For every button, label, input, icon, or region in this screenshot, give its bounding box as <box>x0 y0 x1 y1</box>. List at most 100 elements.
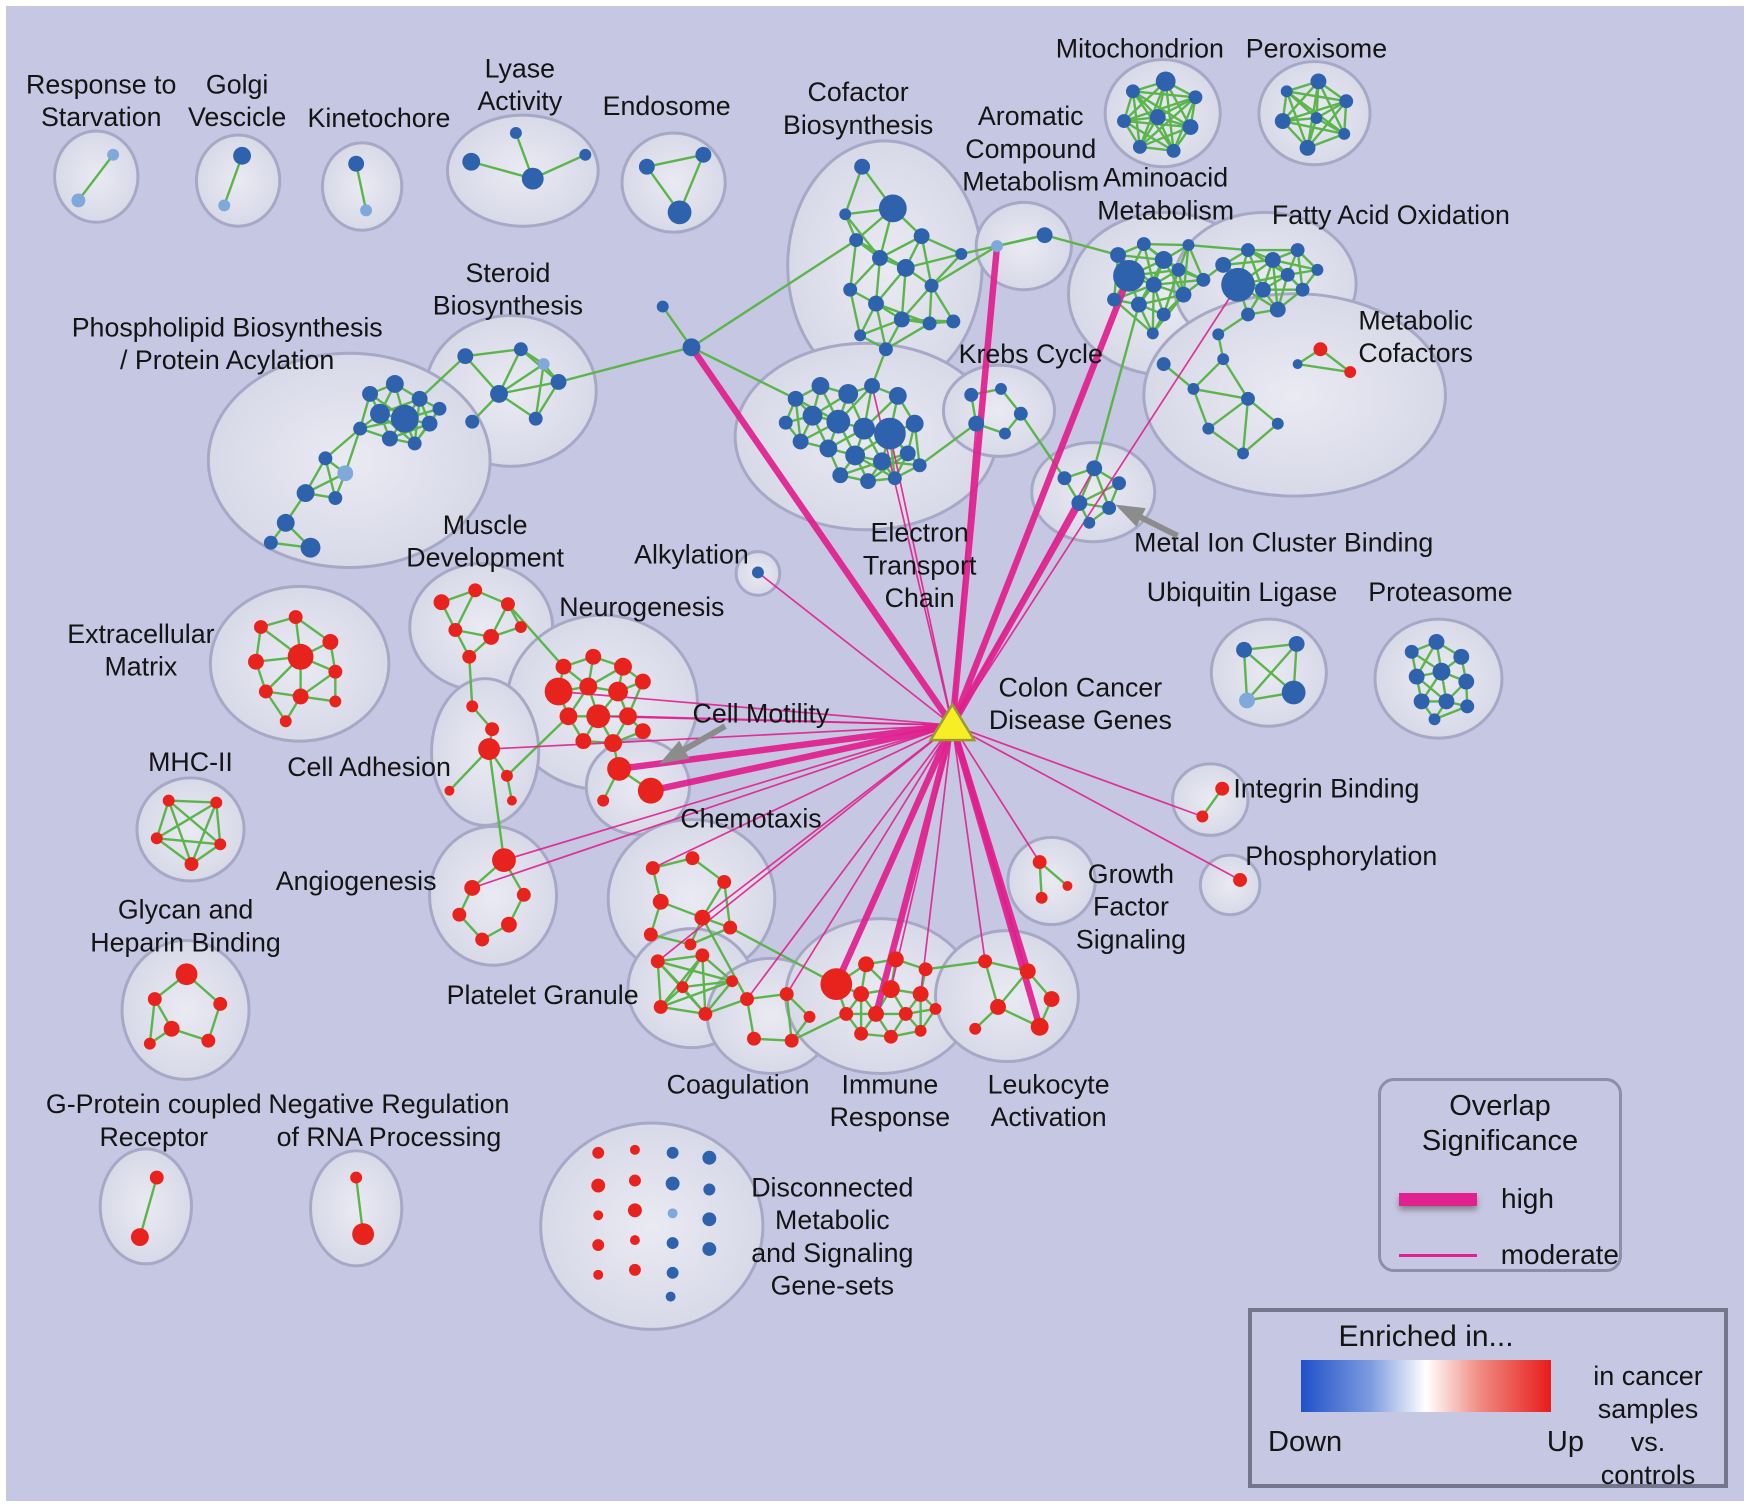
overlap-edge-high <box>949 242 1001 729</box>
overlap-edge-moderate <box>701 724 953 919</box>
immune-response-node <box>929 1002 942 1015</box>
cofactor-biosynthesis-node <box>893 311 910 328</box>
cofactor-biosynthesis-node <box>896 258 915 277</box>
fatty-acid-oxidation-node <box>1295 282 1310 297</box>
association-edge <box>498 363 545 395</box>
electron-transport-chain-label: Electron <box>871 518 969 548</box>
growth-factor-signaling-bubble <box>1006 835 1097 927</box>
electron-transport-chain-node <box>864 378 880 394</box>
overlap-edge-moderate <box>890 725 954 990</box>
aminoacid-metabolism-node <box>1156 307 1171 322</box>
leukocyte-activation-label: Activation <box>991 1102 1107 1132</box>
electron-transport-chain-node <box>874 417 906 450</box>
lyase-activity-bubble <box>445 113 600 228</box>
cofactor-biosynthesis-node <box>872 250 888 266</box>
extracellular-matrix-node <box>248 653 264 670</box>
peroxisome-node <box>1310 73 1327 90</box>
disconnected-gene-sets-node <box>665 1291 676 1302</box>
association-edge <box>660 1005 706 1016</box>
g-protein-coupled-receptor-node <box>149 1170 164 1185</box>
phospholipid-biosynthesis-node <box>362 385 378 402</box>
g-protein-coupled-receptor-label: G-Protein coupled <box>46 1089 262 1119</box>
electron-transport-chain-node <box>853 417 875 440</box>
immune-response-node <box>914 1024 927 1037</box>
aminoacid-metabolism-label: Aminoacid <box>1103 163 1228 193</box>
neurogenesis-node <box>619 707 637 726</box>
immune-response-node <box>858 956 875 973</box>
phospholipid-biosynthesis-node <box>318 451 333 466</box>
aminoacid-metabolism-node <box>1146 327 1159 340</box>
mitochondrion-node <box>1149 109 1166 126</box>
leukocyte-activation-node <box>990 999 1006 1015</box>
aminoacid-metabolism-node <box>1113 259 1145 292</box>
disconnected-gene-sets-node <box>666 1146 679 1159</box>
inter-cluster-edge <box>930 245 998 287</box>
chemotaxis-node <box>685 851 700 866</box>
aromatic-compound-metabolism-label: Compound <box>965 134 1096 164</box>
cofactor-biosynthesis-node <box>955 248 968 260</box>
aminoacid-metabolism-node <box>1130 296 1147 313</box>
legend-overlap-title-line2: Significance <box>1421 1125 1579 1157</box>
colon-cancer-hub-triangle <box>928 702 977 742</box>
electron-transport-chain-node <box>792 433 809 450</box>
krebs-cycle-node <box>964 387 979 402</box>
platelet-granule-node <box>650 954 665 969</box>
glycan-heparin-binding-node <box>143 1037 156 1050</box>
fatty-acid-oxidation-node <box>1264 252 1281 268</box>
cofactor-biosynthesis-node <box>854 329 867 342</box>
golgi-vescicle-label: Golgi <box>206 69 268 99</box>
association-edge <box>785 993 793 1041</box>
cofactor-biosynthesis-node <box>878 194 907 223</box>
high-significance-row: high <box>1399 1183 1619 1215</box>
association-edge <box>1241 398 1250 454</box>
proteasome-node <box>1408 668 1425 685</box>
metabolic-cofactors-label: Metabolic <box>1358 305 1473 335</box>
metabolic-cofactors-node <box>1187 382 1200 395</box>
enrichment-gradient-bar <box>1301 1360 1551 1412</box>
aromatic-compound-metabolism-node <box>1036 227 1053 244</box>
phospholipid-biosynthesis-label: / Protein Acylation <box>120 345 334 375</box>
fatty-acid-oxidation-node <box>1311 263 1324 276</box>
immune-response-label: Response <box>830 1102 951 1132</box>
steroid-biosynthesis-node <box>528 411 543 426</box>
disconnected-gene-sets-node <box>629 1144 640 1155</box>
cofactor-biosynthesis-node <box>878 342 893 357</box>
enrichment-scale: Down Up <box>1266 1358 1586 1492</box>
electron-transport-chain-node <box>811 377 830 395</box>
disconnected-gene-sets-node <box>702 1242 717 1256</box>
krebs-cycle-node <box>995 382 1007 395</box>
leukocyte-activation-node <box>1043 991 1060 1007</box>
electron-transport-chain-node <box>819 439 838 458</box>
legend-overlap-title: Overlap Significance <box>1381 1089 1619 1159</box>
neurogenesis-node <box>585 648 602 665</box>
integrin-binding-node <box>1215 781 1230 796</box>
immune-response-node <box>912 986 929 1003</box>
electron-transport-chain-label: Chain <box>885 583 955 613</box>
overlap-edge-moderate <box>652 724 953 869</box>
golgi-vescicle-bubble <box>194 133 282 228</box>
negative-regulation-rna-processing-label: Negative Regulation <box>268 1089 509 1119</box>
phospholipid-biosynthesis-node <box>421 415 438 432</box>
mhc-ii-node <box>184 857 199 872</box>
association-edge <box>1297 362 1351 374</box>
aminoacid-metabolism-node <box>1136 237 1151 252</box>
association-edge <box>155 800 170 839</box>
aromatic-compound-metabolism-label: Metabolism <box>962 167 1099 197</box>
muscle-development-label: Muscle <box>443 510 528 540</box>
inter-cluster-edge <box>690 346 797 400</box>
moderate-significance-row: moderate <box>1399 1239 1619 1271</box>
association-edge <box>1192 358 1225 390</box>
platelet-granule-node <box>676 981 689 994</box>
krebs-cycle-node <box>999 427 1011 440</box>
phospholipid-biosynthesis-node <box>390 404 419 433</box>
overlap-edge-moderate <box>952 724 1203 818</box>
association-edge <box>167 799 222 846</box>
phospholipid-biosynthesis-node <box>411 390 428 407</box>
proteasome-node <box>1438 693 1455 710</box>
association-edge <box>657 954 703 963</box>
overlap-edge-high <box>615 722 956 773</box>
kinetochore-node <box>348 155 365 172</box>
association-edge <box>885 322 931 351</box>
